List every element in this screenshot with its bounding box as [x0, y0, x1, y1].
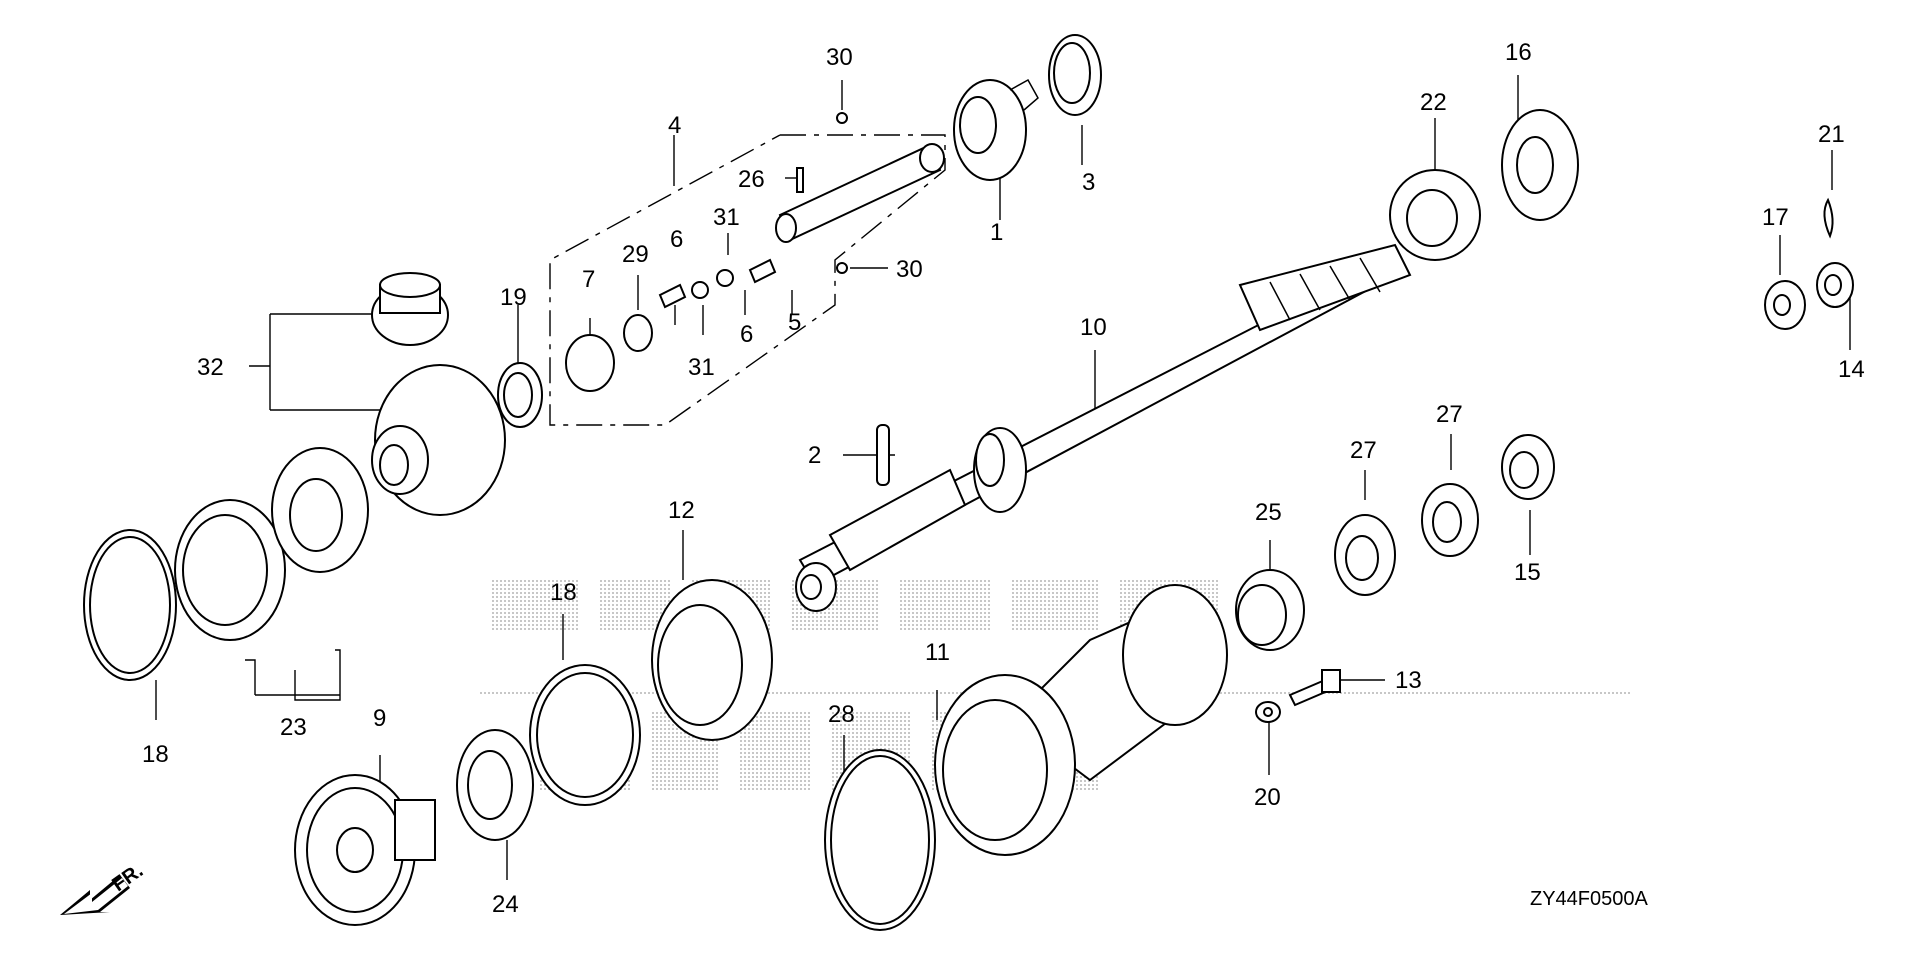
- callout-1: 1: [990, 219, 1003, 246]
- callout-6-a: 6: [670, 226, 683, 253]
- callout-15: 15: [1514, 559, 1541, 586]
- callout-12: 12: [668, 497, 695, 524]
- bevel-gear-part-9: [294, 774, 436, 926]
- o-ring-part-28: [824, 749, 936, 931]
- callout-4: 4: [668, 112, 681, 139]
- taper-bearing-part-23: [174, 447, 369, 641]
- callout-3: 3: [1082, 169, 1095, 196]
- needle-bearing-part-25: [1235, 569, 1305, 651]
- callout-labels: 1 2 3 4 5 6 6 7 9 10 11 12 13 14 15 16 1…: [142, 39, 1865, 918]
- callout-18-b: 18: [550, 579, 577, 606]
- holder-part-12: [651, 579, 773, 741]
- thrust-bearing-part-22: [1389, 169, 1481, 261]
- ring-part-3: [1048, 34, 1102, 116]
- ball-bearing-part-24: [456, 729, 534, 841]
- callout-27-a: 27: [1350, 437, 1377, 464]
- callout-23: 23: [280, 714, 307, 741]
- callout-22: 22: [1420, 89, 1447, 116]
- front-direction-arrow: FR.: [60, 860, 147, 915]
- shift-shaft-assembly: [565, 112, 945, 392]
- callout-26: 26: [738, 166, 765, 193]
- callout-30-a: 30: [826, 44, 853, 71]
- callout-9: 9: [373, 705, 386, 732]
- seal-part-19: [497, 362, 543, 428]
- callout-16: 16: [1505, 39, 1532, 66]
- nut-part-14: [1816, 262, 1854, 308]
- spacer-part-15: [1501, 434, 1555, 500]
- housing-part-11: [934, 584, 1228, 856]
- washer-part-20: [1255, 701, 1281, 723]
- bolt-part-13: [1288, 669, 1341, 707]
- callout-10: 10: [1080, 314, 1107, 341]
- callout-24: 24: [492, 891, 519, 918]
- ring-part-18-middle: [529, 664, 641, 806]
- oil-seal-part-27-b: [1421, 483, 1479, 557]
- cotter-pin-part-21: [1823, 197, 1834, 239]
- callout-18-a: 18: [142, 741, 169, 768]
- callout-19: 19: [500, 284, 527, 311]
- callout-32: 32: [197, 354, 224, 381]
- main-shaft-part-10: [795, 243, 1412, 612]
- washer-part-17: [1764, 280, 1806, 330]
- callout-2: 2: [808, 442, 821, 469]
- washer-part-16: [1501, 109, 1579, 221]
- callout-20: 20: [1254, 784, 1281, 811]
- callout-21: 21: [1818, 121, 1845, 148]
- callout-31-a: 31: [713, 204, 740, 231]
- callout-27-b: 27: [1436, 401, 1463, 428]
- pin-part-2: [876, 424, 890, 486]
- callout-5: 5: [788, 309, 801, 336]
- ring-part-18-left: [83, 529, 177, 681]
- callout-11: 11: [925, 639, 950, 666]
- callout-13: 13: [1395, 667, 1422, 694]
- sleeve-part-1: [953, 78, 1039, 181]
- bevel-gear-part-32: [371, 272, 506, 516]
- callout-31-b: 31: [688, 354, 715, 381]
- diagram-code: ZY44F0500A: [1530, 888, 1649, 910]
- assembly-4-outline: [549, 134, 946, 426]
- callout-29: 29: [622, 241, 649, 268]
- callout-30-b: 30: [896, 256, 923, 283]
- callout-17: 17: [1762, 204, 1789, 231]
- callout-6-b: 6: [740, 321, 753, 348]
- callout-28: 28: [828, 701, 855, 728]
- callout-14: 14: [1838, 356, 1865, 383]
- callout-7: 7: [582, 266, 595, 293]
- callout-25: 25: [1255, 499, 1282, 526]
- oil-seal-part-27-a: [1334, 514, 1396, 596]
